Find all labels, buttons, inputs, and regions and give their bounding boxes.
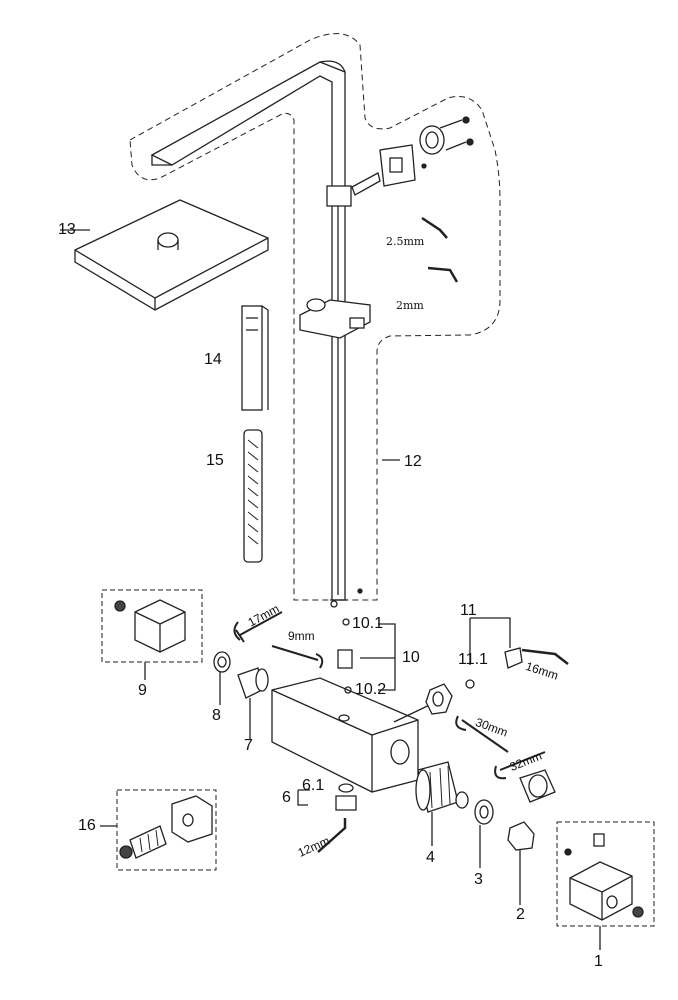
label-part-10-2: 10.2 [355,681,387,698]
part-16-box [116,789,217,871]
label-part-13: 13 [58,221,76,238]
label-part-3: 3 [474,871,483,888]
label-part-9: 9 [138,682,147,699]
thermo-cartridge-4 [415,761,469,813]
check-valve-10 [337,618,396,694]
hex-key-2-5mm [421,216,448,239]
label-part-11: 11 [460,602,477,619]
label-part-10-1: 10.1 [352,615,384,632]
hex-nut-11 [425,617,569,715]
cartridge-7 [237,667,269,699]
label-part-10: 10 [402,649,420,666]
label-part-7: 7 [244,737,253,754]
label-part-16: 16 [78,817,96,834]
column-group-outline [129,33,501,601]
label-part-4: 4 [426,849,435,866]
label-part-11-1: 11.1 [458,651,488,668]
hex-key-2mm [427,266,459,283]
wrench-30mm [455,715,509,753]
shower-hose-15 [243,429,263,563]
wrench-17mm [233,611,283,643]
label-part-6-1: 6.1 [302,777,325,794]
label-wrench-9mm: 9mm [288,629,315,643]
hex-key-16mm [521,648,569,665]
hand-shower-14 [241,305,269,411]
shower-rail-12 [150,60,352,601]
label-hex-key-2-5mm: 2.5mm [386,235,425,248]
label-hex-key-2mm: 2mm [396,299,424,312]
diverter-16 [119,795,213,859]
label-part-12: 12 [404,453,422,470]
label-part-6: 6 [282,789,291,806]
wall-bracket [351,116,474,196]
valve-6 [297,783,357,853]
ring-3 [474,799,494,825]
escutcheon-1 [564,833,644,921]
hex-key-12mm [317,818,347,853]
label-part-1: 1 [594,953,603,970]
label-part-8: 8 [212,707,221,724]
wrench-9mm [271,645,324,669]
part-1-box [556,821,655,927]
label-part-14: 14 [204,351,222,368]
hand-shower-holder [299,298,371,339]
handle-2 [507,769,556,851]
escutcheon-9 [114,599,186,653]
label-part-2: 2 [516,906,525,923]
wrench-32mm [494,751,546,780]
part-9-box [101,589,203,663]
overhead-shower-13 [74,199,269,311]
label-part-15: 15 [206,452,224,469]
seal-8 [213,651,231,673]
